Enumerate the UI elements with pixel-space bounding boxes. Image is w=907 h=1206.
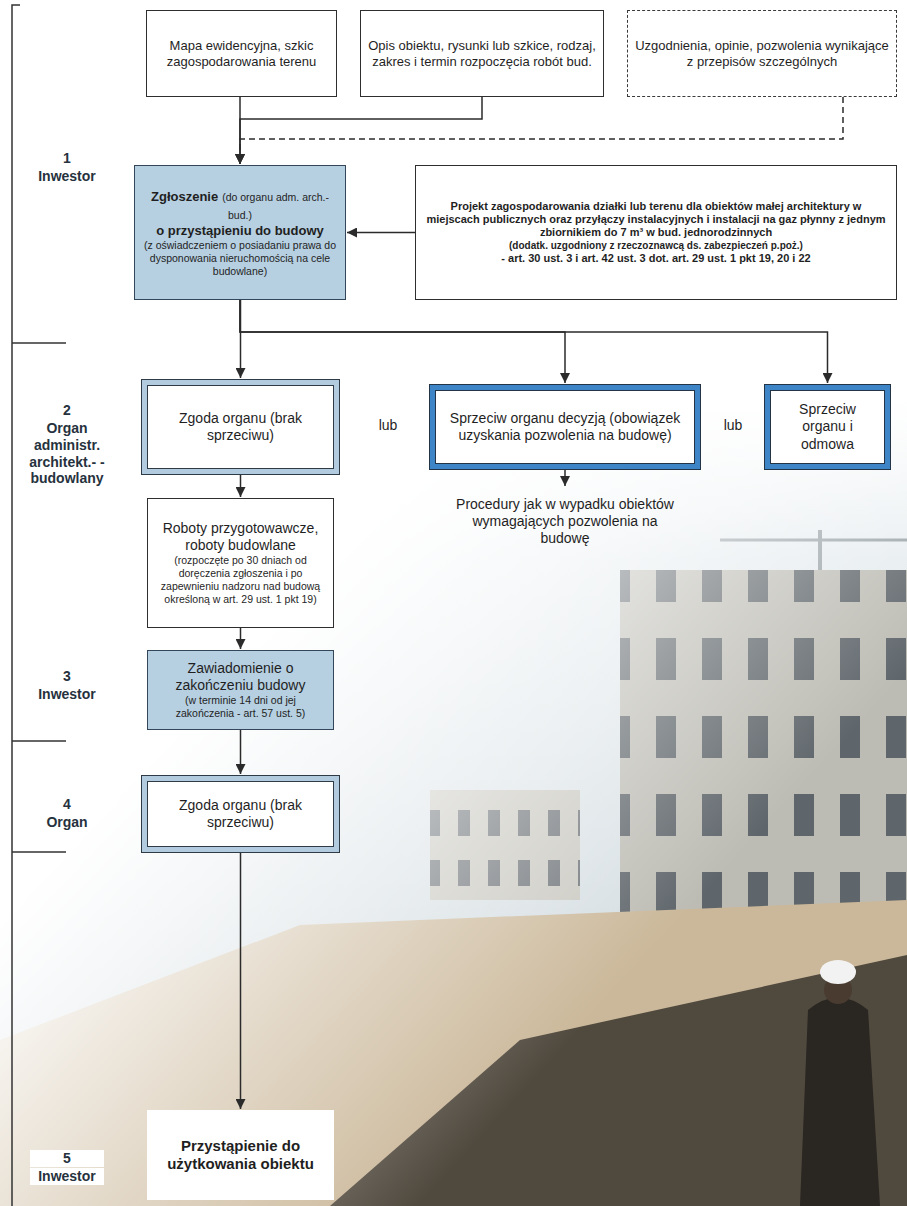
node-text: Zgłoszenie bbox=[151, 189, 218, 204]
arrow-connector bbox=[240, 97, 482, 164]
end-box: Przystąpienie do użytkowania obiektu bbox=[147, 1110, 334, 1200]
optional-box: Uzgodnienia, opinie, pozwolenia wynikają… bbox=[627, 10, 897, 97]
node-text: (rozpoczęte po 30 dniach od doręczenia z… bbox=[155, 554, 326, 605]
bracket-tick bbox=[12, 342, 66, 344]
decision-box: Sprzeciw organu i odmowa bbox=[765, 385, 890, 469]
node-text: Procedury jak w wypadku obiektów wymagaj… bbox=[447, 496, 683, 547]
document-box: Mapa ewidencyjna, szkic zagospodarowania… bbox=[146, 10, 337, 97]
lane-role: Inwestor bbox=[7, 686, 127, 703]
node-text: Zgoda organu (brak sprzeciwu) bbox=[155, 410, 326, 444]
process-box: Zawiadomienie o zakończeniu budowy(w ter… bbox=[147, 650, 334, 730]
decision-box: Zgoda organu (brak sprzeciwu) bbox=[147, 781, 334, 847]
arrow-connector bbox=[240, 300, 565, 383]
lane-number: 2 bbox=[7, 402, 127, 419]
node-text: Zawiadomienie o zakończeniu budowy bbox=[155, 660, 326, 694]
node-text: Uzgodnienia, opinie, pozwolenia wynikają… bbox=[635, 38, 889, 70]
sky bbox=[0, 400, 907, 1206]
node-text: Mapa ewidencyjna, szkic zagospodarowania… bbox=[154, 38, 329, 70]
process-box: Roboty przygotowawcze, roboty budowlane(… bbox=[147, 498, 334, 628]
arrow-connector bbox=[564, 470, 566, 486]
lane-number: 4 bbox=[7, 796, 127, 813]
arrow-connector bbox=[240, 730, 242, 774]
photo-fade bbox=[0, 400, 907, 1206]
bracket-tick bbox=[12, 851, 66, 853]
decision-box: Zgoda organu (brak sprzeciwu) bbox=[147, 385, 334, 469]
arrow-connector bbox=[240, 853, 242, 1109]
node-text: (dodatk. uzgodniony z rzeczoznawcą ds. z… bbox=[423, 240, 889, 252]
bracket-tick bbox=[12, 740, 66, 742]
lane-number: 1 bbox=[7, 150, 127, 167]
or-label: lub bbox=[703, 417, 763, 434]
node-text: Roboty przygotowawcze, roboty budowlane bbox=[155, 520, 326, 554]
lane-number: 5 bbox=[30, 1150, 104, 1167]
node-text: o przystąpieniu do budowy bbox=[142, 223, 338, 239]
node-text: Opis obiektu, rysunki lub szkice, rodzaj… bbox=[368, 38, 596, 70]
arrow-connector bbox=[240, 475, 242, 497]
arrow-connector bbox=[240, 628, 242, 649]
node-text: Zgoda organu (brak sprzeciwu) bbox=[155, 797, 326, 831]
lane-number: 3 bbox=[7, 668, 127, 685]
node-text: (w terminie 14 dni od jej zakończenia - … bbox=[155, 694, 326, 720]
arrow-connector bbox=[240, 97, 843, 164]
lane-role: Inwestor bbox=[7, 168, 127, 185]
node-text: Sprzeciw organu i odmowa bbox=[777, 401, 878, 452]
lane-role: Inwestor bbox=[30, 1168, 104, 1185]
lane-role: Organ bbox=[7, 814, 127, 831]
node-text: Sprzeciw organu decyzją (obowiązek uzysk… bbox=[442, 410, 688, 444]
node-text: Przystąpienie do użytkowania obiektu bbox=[154, 1137, 327, 1174]
arrow-connector bbox=[347, 232, 415, 234]
node-text: Projekt zagospodarowania działki lub ter… bbox=[423, 200, 889, 240]
arrow-connector bbox=[240, 300, 828, 383]
or-label: lub bbox=[358, 417, 418, 434]
document-box: Opis obiektu, rysunki lub szkice, rodzaj… bbox=[360, 10, 604, 97]
decision-box: Sprzeciw organu decyzją (obowiązek uzysk… bbox=[430, 385, 700, 469]
node-text: (do organu adm. arch.-bud.) bbox=[222, 191, 329, 221]
note-box: Projekt zagospodarowania działki lub ter… bbox=[415, 165, 897, 300]
procedure-text: Procedury jak w wypadku obiektów wymagaj… bbox=[440, 490, 690, 553]
node-text: (z oświadczeniem o posiadaniu prawa do d… bbox=[142, 239, 338, 277]
bracket-line bbox=[12, 5, 20, 1206]
process-box: Zgłoszenie (do organu adm. arch.-bud.) o p… bbox=[134, 165, 346, 300]
lane-role: Organ administr. architekt.- - budowlany bbox=[20, 420, 114, 487]
node-text: - art. 30 ust. 3 i art. 42 ust. 3 dot. a… bbox=[423, 252, 889, 265]
